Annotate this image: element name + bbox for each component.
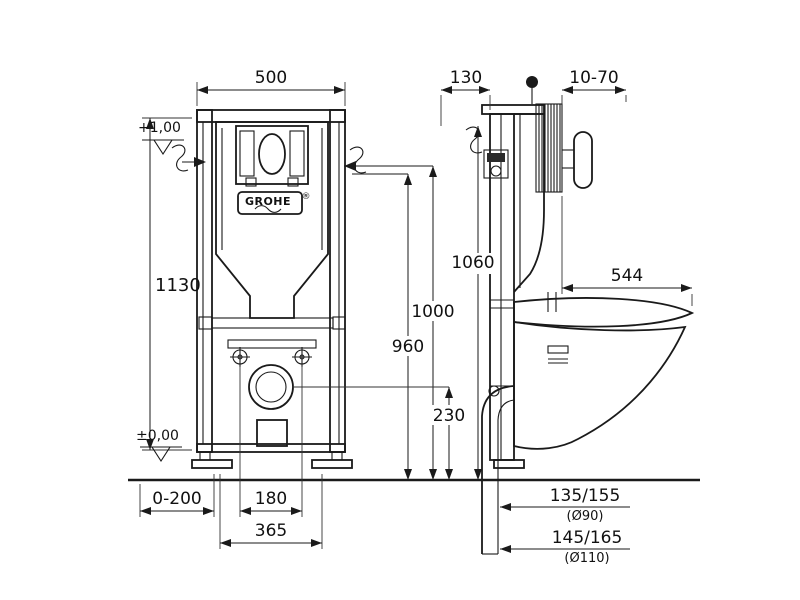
dim-230-label: 230	[433, 406, 465, 426]
toilet-bowl-side	[513, 292, 695, 450]
side-view-frame	[481, 104, 545, 469]
outlet-dia-2-label: (Ø110)	[564, 551, 609, 566]
dimension-labels: 500 1130 +1,00 ±0,00 1000 960 230 0-200 …	[136, 68, 643, 566]
actuator-plate-side	[562, 131, 593, 189]
left-bolt	[230, 347, 250, 367]
break-mark-side	[465, 126, 483, 154]
front-view-frame	[191, 109, 353, 469]
seat	[513, 297, 695, 328]
outlet-stub	[256, 419, 288, 447]
left-foot-plate	[191, 459, 233, 469]
grohe-logo-text: GROHE	[245, 195, 291, 208]
dim-width-label: 500	[255, 68, 287, 88]
dim-1060-label: 1060	[451, 253, 494, 273]
dimension-lines	[139, 82, 693, 553]
dim-depth-label: 130	[450, 68, 482, 88]
dim-foot-range-label: 0-200	[152, 489, 201, 509]
dim-365-label: 365	[255, 521, 287, 541]
flush-plate-front	[235, 125, 309, 187]
flush-button-oval	[258, 133, 286, 175]
cistern-side	[513, 113, 545, 293]
cistern-front	[215, 121, 329, 319]
registered-mark: ®	[302, 192, 311, 202]
break-mark-right	[349, 146, 367, 174]
grohe-logo: GROHE ®	[237, 191, 311, 215]
dim-plate-range-label: 10-70	[569, 68, 618, 88]
bowl-body	[513, 320, 687, 450]
level-arrow-left	[194, 157, 206, 167]
right-bolt	[292, 347, 312, 367]
datum-top-label: +1,00	[138, 120, 181, 136]
dim-1000-label: 1000	[411, 302, 454, 322]
datum-floor-label: ±0,00	[136, 428, 179, 444]
datum-floor-symbol	[140, 446, 182, 463]
outlet-height-2-label: 145/165	[552, 528, 623, 548]
break-mark-left	[171, 144, 189, 172]
outlet-height-1-label: 135/155	[550, 486, 621, 506]
drain-pipe-side	[481, 385, 515, 555]
fixing-point-marker	[526, 76, 538, 88]
dim-960-label: 960	[392, 337, 424, 357]
right-foot-plate	[311, 459, 353, 469]
dim-544-label: 544	[611, 266, 643, 286]
mounting-hardware-front	[198, 316, 346, 447]
wall-section	[526, 76, 563, 193]
pipe-clamp	[488, 385, 500, 397]
datum-top-symbol	[142, 139, 184, 156]
outlet-dia-1-label: (Ø90)	[567, 509, 604, 524]
dim-height-label: 1130	[155, 275, 201, 296]
drain-socket-inner	[255, 371, 287, 403]
dim-180-label: 180	[255, 489, 287, 509]
